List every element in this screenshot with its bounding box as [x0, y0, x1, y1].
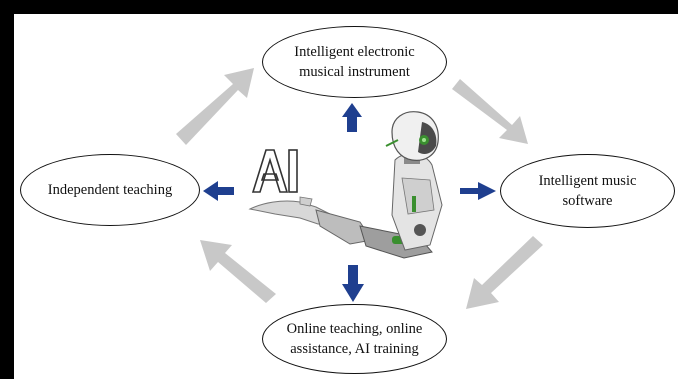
- node-left-line1: Independent teaching: [47, 182, 173, 198]
- node-independent-teaching: Independent teaching: [20, 154, 200, 226]
- node-top-line1: Intelligent electronic: [294, 44, 415, 60]
- blue-arrow-left: [203, 181, 234, 201]
- node-right-line2: software: [562, 193, 613, 209]
- node-online-teaching: Online teaching, online assistance, AI t…: [262, 304, 447, 374]
- cycle-arrow-lower-left: [200, 240, 276, 303]
- blue-arrow-up: [342, 103, 362, 132]
- cycle-arrow-upper-right: [452, 79, 528, 144]
- robot-arm-illustration: [248, 111, 443, 259]
- cycle-arrow-upper-left: [176, 68, 254, 145]
- node-intelligent-electronic-instrument: Intelligent electronic musical instrumen…: [262, 26, 447, 98]
- node-intelligent-music-software: Intelligent music software: [500, 154, 675, 228]
- blue-arrow-right: [460, 182, 496, 200]
- node-top-line2: musical instrument: [299, 64, 410, 80]
- blue-arrow-down: [342, 265, 364, 302]
- cycle-arrow-lower-right: [466, 236, 543, 309]
- node-bottom-line2: assistance, AI training: [290, 341, 419, 357]
- node-right-line1: Intelligent music: [538, 173, 637, 189]
- ai-letters-outline: [251, 149, 298, 193]
- node-bottom-line1: Online teaching, online: [286, 321, 423, 337]
